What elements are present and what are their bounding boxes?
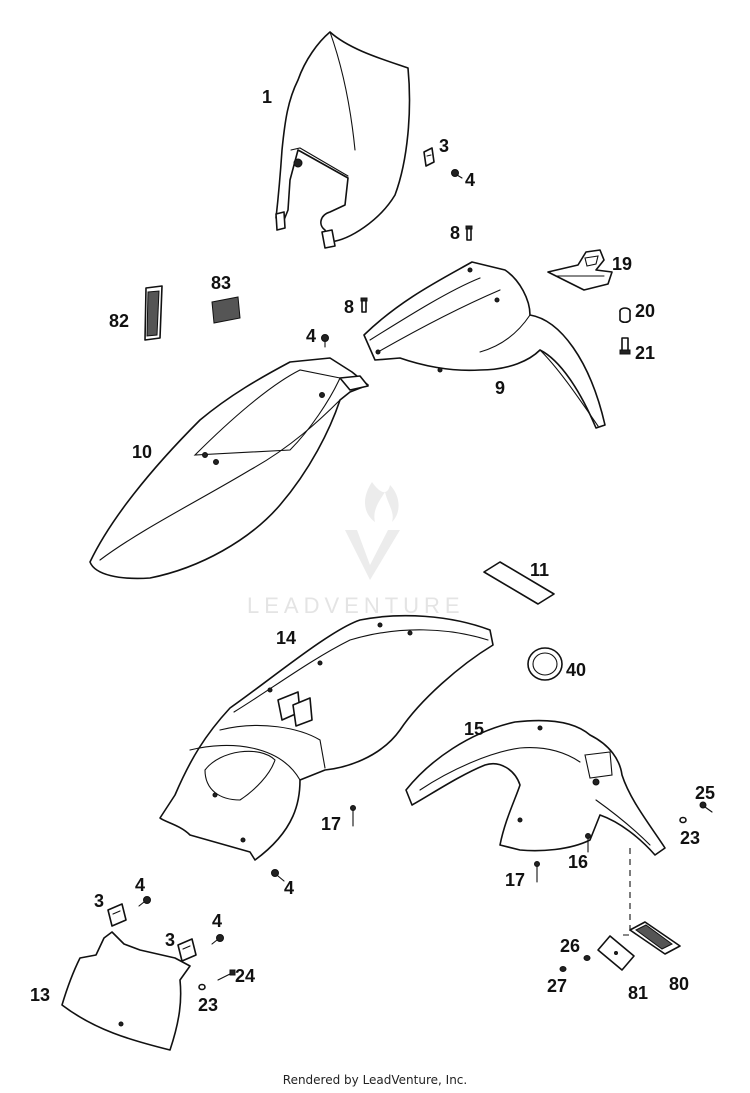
part-8-bolt-lower[interactable]	[360, 297, 368, 313]
callout-23: 23	[680, 828, 700, 848]
callout-27: 27	[547, 976, 567, 996]
part-15-front-fender[interactable]	[405, 719, 666, 856]
callout-23-lower: 23	[198, 995, 218, 1015]
part-80-reflector[interactable]	[629, 921, 681, 955]
callout-40: 40	[566, 660, 586, 680]
part-21-bolt[interactable]	[619, 337, 631, 355]
part-3-clip-left[interactable]	[107, 903, 127, 927]
part-4-screw-bottom-right[interactable]	[211, 934, 224, 945]
callout-13: 13	[30, 985, 50, 1005]
callout-14: 14	[276, 628, 296, 648]
part-26-washer[interactable]	[583, 955, 591, 961]
callout-17: 17	[321, 814, 341, 834]
callout-81: 81	[628, 983, 648, 1003]
part-81-plate[interactable]	[597, 935, 635, 971]
part-13-number-plate[interactable]	[61, 931, 191, 1051]
part-4-screw-lower[interactable]	[271, 869, 285, 882]
callout-8: 8	[450, 223, 460, 243]
part-11-sticker[interactable]	[483, 561, 555, 605]
callout-10: 10	[132, 442, 152, 462]
callout-1: 1	[262, 87, 272, 107]
callout-3: 3	[439, 136, 449, 156]
callout-4-mid: 4	[306, 326, 316, 346]
part-25-screw[interactable]	[699, 801, 713, 813]
part-23-washer-lower[interactable]	[198, 983, 206, 991]
callout-3-bottom-right: 3	[165, 930, 175, 950]
callout-82: 82	[109, 311, 129, 331]
part-27-nut[interactable]	[559, 966, 567, 972]
callout-80: 80	[669, 974, 689, 994]
part-4-screw-bottom-left[interactable]	[138, 896, 151, 907]
part-20-spacer[interactable]	[619, 307, 631, 324]
callout-21: 21	[635, 343, 655, 363]
callout-3-bottom-left: 3	[94, 891, 104, 911]
callout-4-bottom-left: 4	[135, 875, 145, 895]
callout-83: 83	[211, 273, 231, 293]
part-3-clip-right[interactable]	[177, 938, 197, 962]
callout-4: 4	[465, 170, 475, 190]
part-82-reflector[interactable]	[144, 285, 163, 341]
callout-17-lower: 17	[505, 870, 525, 890]
part-17-screw[interactable]	[350, 805, 356, 827]
part-24-bolt[interactable]	[217, 969, 236, 981]
part-9-front-fender[interactable]	[363, 261, 606, 429]
part-17-screw-lower[interactable]	[534, 861, 540, 883]
assembly-line	[620, 848, 631, 936]
callout-16: 16	[568, 852, 588, 872]
part-14-rear-fender[interactable]	[159, 614, 494, 861]
part-83-sticker[interactable]	[211, 296, 241, 324]
watermark-logo: LEADVENTURE	[247, 482, 465, 618]
part-4-screw[interactable]	[451, 169, 463, 179]
part-4-screw-mid[interactable]	[321, 334, 329, 348]
watermark-text: LEADVENTURE	[247, 593, 465, 618]
part-23-washer[interactable]	[679, 816, 687, 824]
part-16-screw[interactable]	[585, 833, 591, 853]
callout-11: 11	[530, 560, 549, 580]
part-3-clip[interactable]	[423, 147, 435, 167]
callout-26: 26	[560, 936, 580, 956]
callout-15: 15	[464, 719, 484, 739]
callout-9: 9	[495, 378, 505, 398]
callout-8-lower: 8	[344, 297, 354, 317]
footer-credit: Rendered by LeadVenture, Inc.	[282, 1073, 468, 1087]
callout-4-bottom-right: 4	[212, 911, 222, 931]
part-10-fender[interactable]	[89, 357, 369, 580]
callout-20: 20	[635, 301, 655, 321]
part-19-bracket[interactable]	[547, 249, 613, 291]
part-8-bolt[interactable]	[465, 225, 473, 241]
part-40-grommet[interactable]	[527, 647, 563, 681]
callout-19: 19	[612, 254, 632, 274]
part-1-headlight-mask[interactable]	[275, 31, 411, 249]
callout-25: 25	[695, 783, 715, 803]
callout-4-lower: 4	[284, 878, 294, 898]
callout-24: 24	[235, 966, 255, 986]
